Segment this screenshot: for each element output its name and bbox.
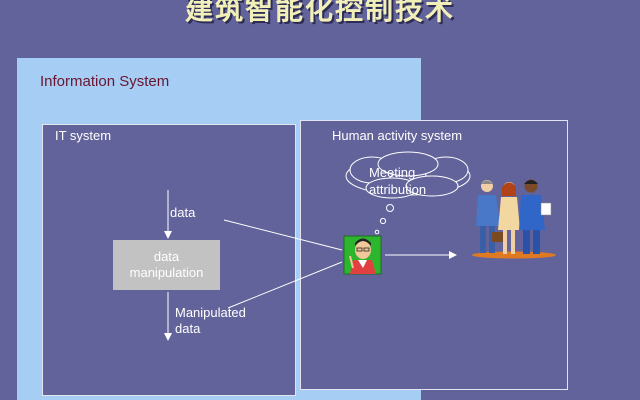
slide-title: 建筑智能化控制技术 xyxy=(184,0,455,26)
thought-bubble-line2: attribution xyxy=(369,182,427,197)
it-system-label: IT system xyxy=(55,128,112,143)
human-activity-system-label: Human activity system xyxy=(332,128,463,143)
thought-bubble-line1: Meeting xyxy=(369,165,416,180)
data-manipulation-box: data manipulation xyxy=(113,240,220,290)
data-label: data xyxy=(170,205,196,220)
manipulated-to-person-line xyxy=(227,261,343,309)
thinking-person-icon xyxy=(343,235,382,275)
manipulated-data-line2: data xyxy=(175,321,201,336)
data-to-person-line xyxy=(223,219,343,251)
manipulated-data-line1: Manipulated xyxy=(175,305,246,320)
thought-bubble xyxy=(345,151,471,235)
manipulation-line1: data xyxy=(153,249,180,264)
manipulation-line2: manipulation xyxy=(129,265,204,280)
business-people-group-icon xyxy=(472,179,556,259)
information-system-label: Information System xyxy=(40,73,170,90)
